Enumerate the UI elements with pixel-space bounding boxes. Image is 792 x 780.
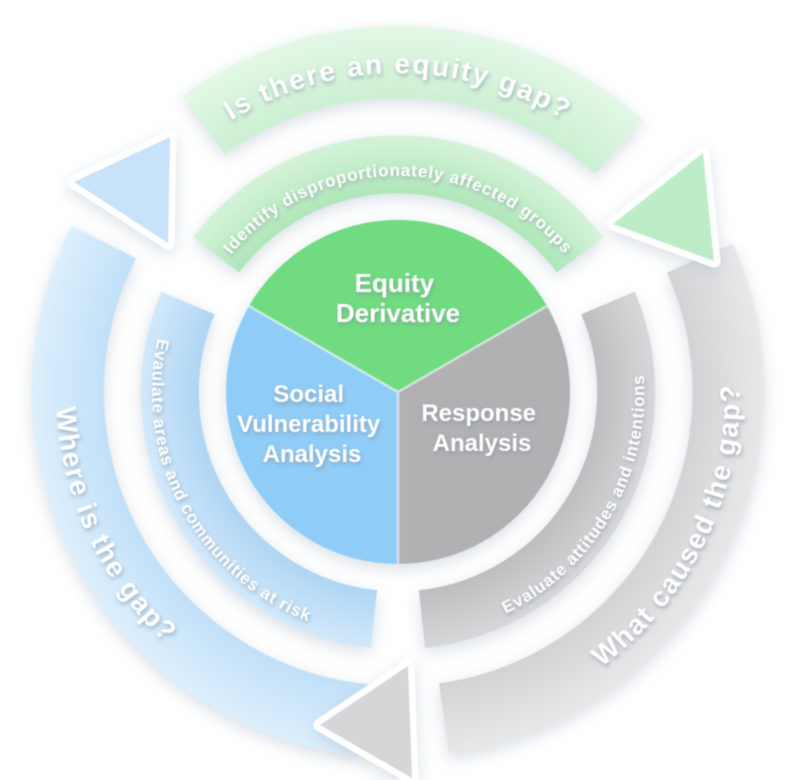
middle-arc-equity xyxy=(192,135,604,273)
middle-action-ring xyxy=(140,135,656,648)
outer-question-ring xyxy=(32,26,765,756)
pie-wedge-social xyxy=(225,306,398,564)
center-label-equity-line2: Derivative xyxy=(336,298,460,328)
flow-arrows xyxy=(67,130,721,780)
center-label-equity-line1: Equity xyxy=(355,268,435,298)
center-pie xyxy=(225,219,571,564)
center-label-social-line3: Analysis xyxy=(263,441,362,468)
outer-arc-equity xyxy=(182,26,644,174)
gray-arrow-icon xyxy=(313,659,419,780)
green-arrow-icon xyxy=(606,146,721,268)
middle-arc-response xyxy=(418,291,656,648)
pie-wedge-response xyxy=(398,306,571,564)
center-label-response-line2: Analysis xyxy=(433,430,532,457)
middle-arc-social xyxy=(140,291,378,648)
blue-arrow-icon xyxy=(67,130,177,250)
pie-wedge-separators xyxy=(248,304,548,564)
outer-arc-social xyxy=(32,225,368,756)
center-label-social-line1: Social xyxy=(273,381,344,408)
center-label-equity: Equity Derivative xyxy=(336,268,460,328)
center-label-social: Social Vulnerability Analysis xyxy=(237,381,387,468)
outer-arc-response xyxy=(438,243,765,755)
center-label-social-line2: Vulnerability xyxy=(237,411,381,438)
center-label-response-line1: Response xyxy=(421,400,536,427)
center-label-response: Response Analysis xyxy=(421,400,542,457)
